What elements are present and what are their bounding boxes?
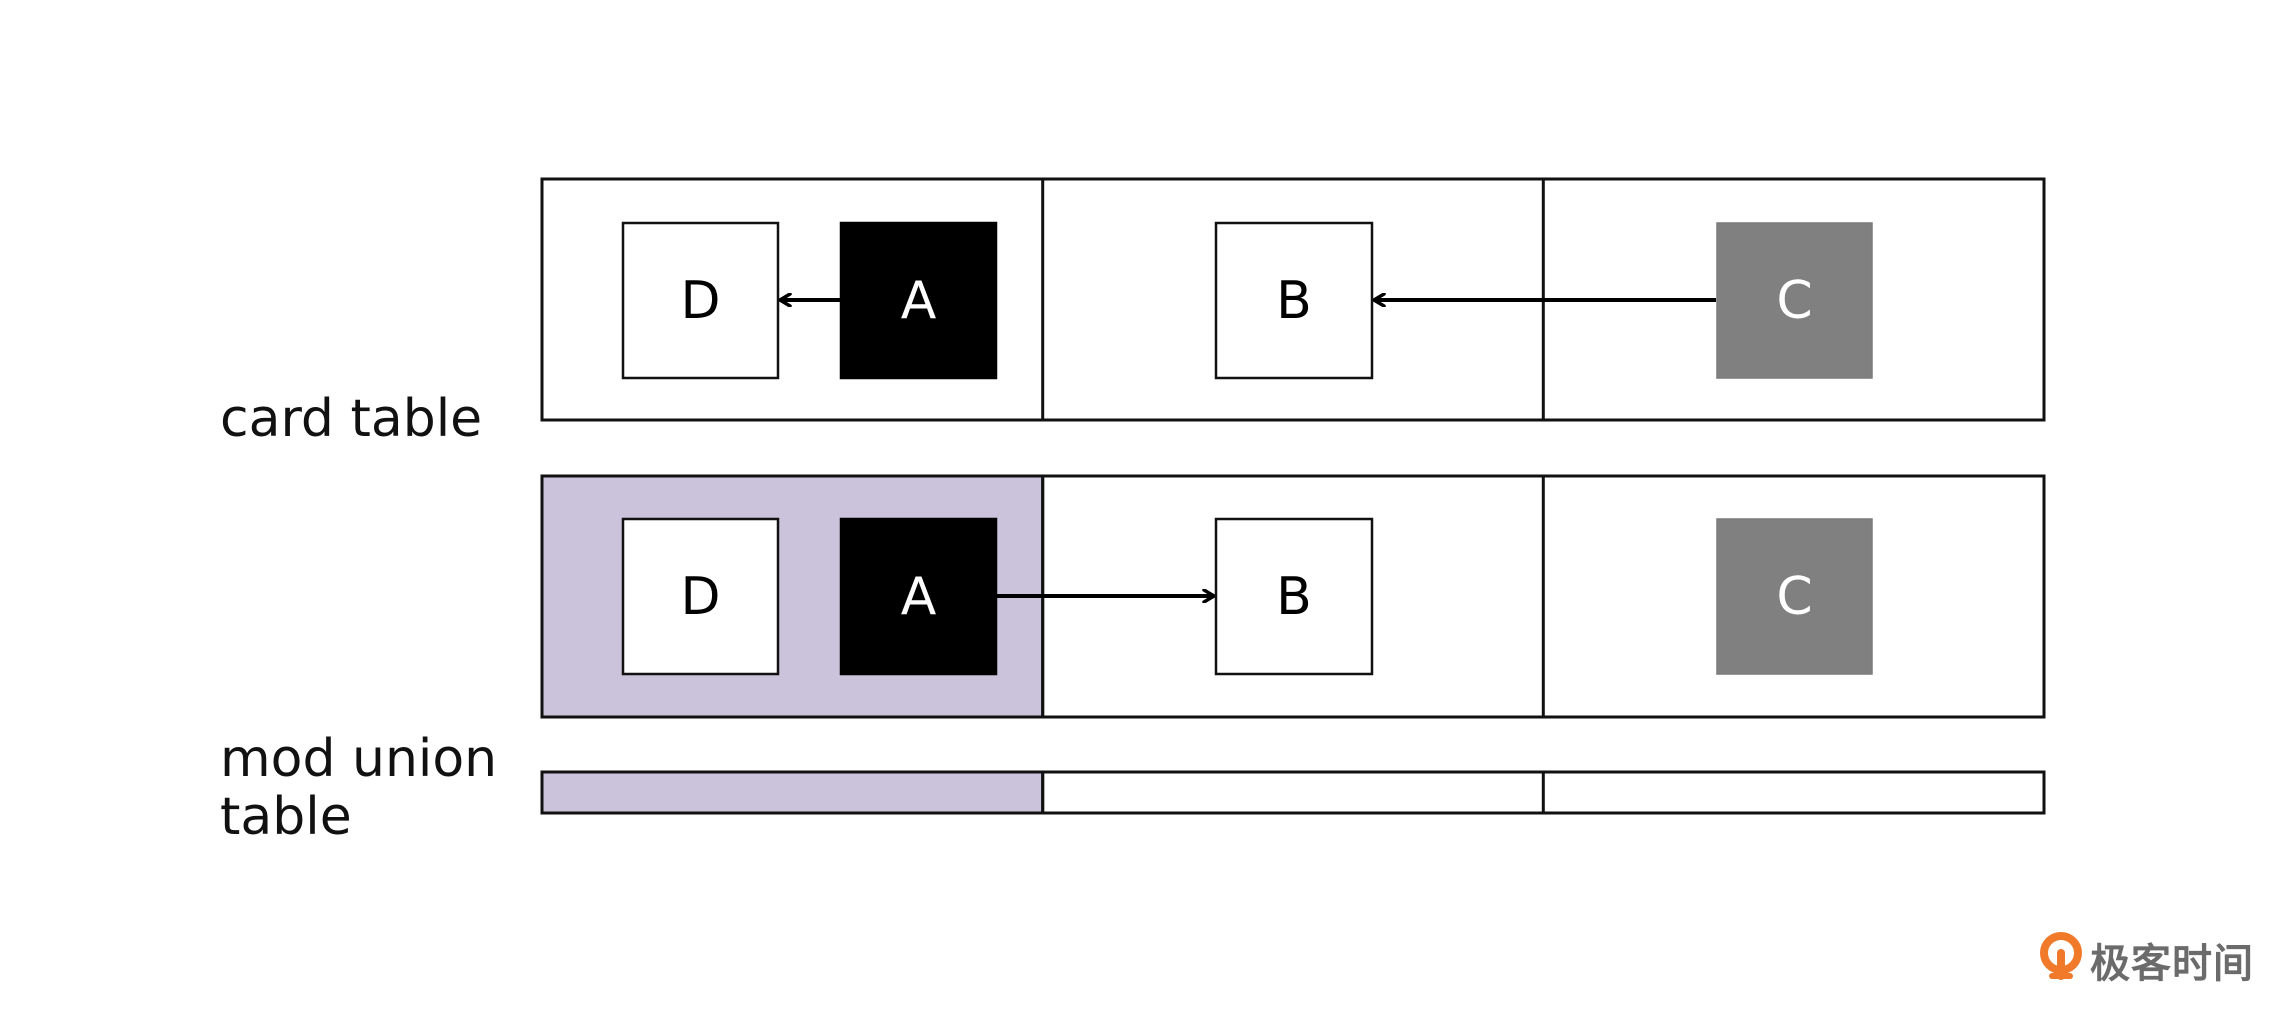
mod-union-table-label-line-1: mod union xyxy=(220,729,498,789)
object-a: A xyxy=(839,221,998,380)
object-b: B xyxy=(1214,221,1374,380)
svg-text:B: B xyxy=(1276,271,1312,331)
svg-text:A: A xyxy=(901,567,937,627)
svg-text:D: D xyxy=(680,271,720,331)
mod-union-table-dirty-bit xyxy=(540,770,1045,815)
svg-text:C: C xyxy=(1776,271,1812,331)
mod-union-heap: D A B C xyxy=(540,474,2046,719)
geektime-logo-icon xyxy=(2038,932,2084,988)
object-c: C xyxy=(1716,222,1873,379)
object-c: C xyxy=(1716,518,1873,675)
card-table-heap: D A B C xyxy=(540,177,2046,422)
watermark-text: 极客时间 xyxy=(2090,941,2254,987)
svg-text:C: C xyxy=(1776,567,1812,627)
object-a: A xyxy=(839,517,998,676)
mod-union-table xyxy=(540,770,2046,815)
object-d: D xyxy=(621,221,780,380)
card-table-label: card table xyxy=(220,389,483,449)
object-b: B xyxy=(1214,517,1374,676)
svg-text:D: D xyxy=(680,567,720,627)
mod-union-table-label-line-2: table xyxy=(220,787,352,847)
svg-text:A: A xyxy=(901,271,937,331)
object-d: D xyxy=(621,517,780,676)
svg-text:B: B xyxy=(1276,567,1312,627)
geektime-watermark: 极客时间 xyxy=(2038,930,2254,990)
